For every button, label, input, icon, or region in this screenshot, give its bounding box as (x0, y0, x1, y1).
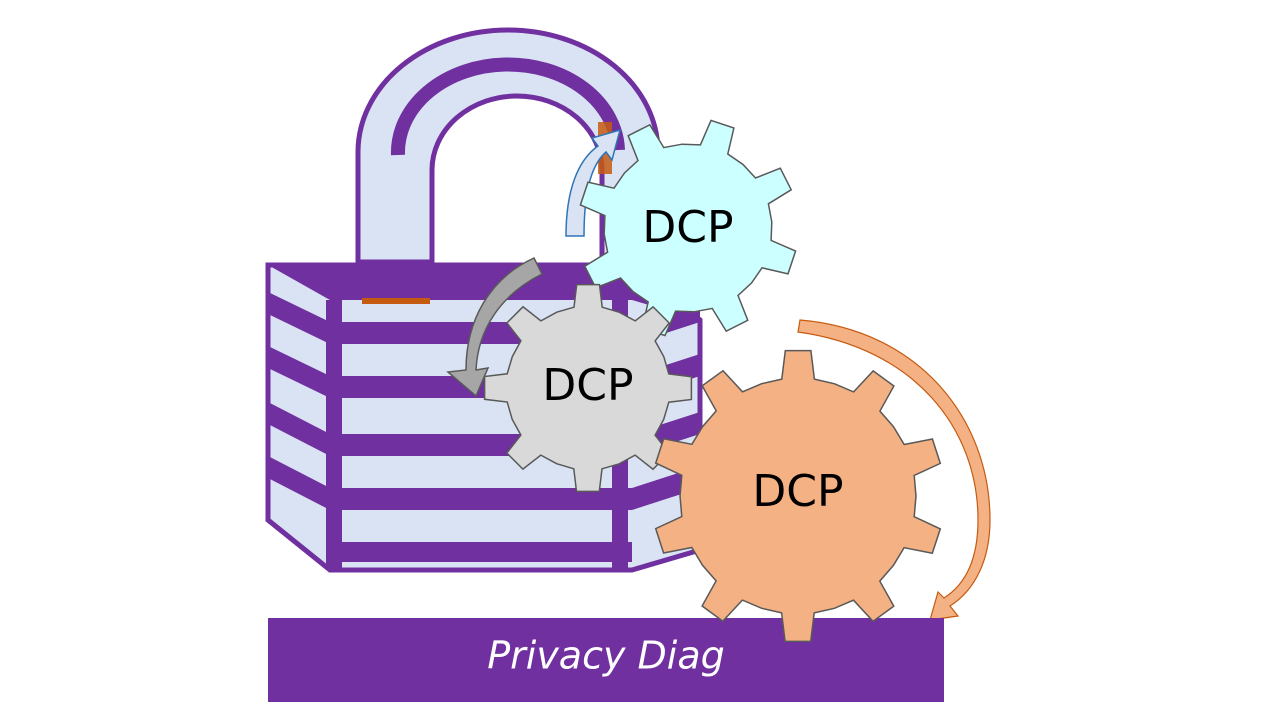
banner-background (268, 618, 944, 702)
padlock-icon (265, 27, 703, 573)
gray-curved-arrow (446, 257, 544, 398)
padlock-keyhole-notch (362, 298, 430, 304)
bottom-gear: DCP (654, 349, 942, 643)
bottom-gear-label: DCP (752, 466, 843, 517)
gear-icon (483, 283, 693, 493)
privacy-diag-banner: Privacy Diag (268, 618, 944, 702)
padlock-shackle-highlight (390, 57, 625, 156)
gear-icon (579, 119, 797, 337)
top-gear: DCP (579, 119, 797, 337)
middle-gear: DCP (483, 283, 693, 493)
top-gear-label: DCP (642, 202, 733, 253)
middle-gear-label: DCP (542, 360, 633, 411)
gear-icon (654, 349, 942, 643)
banner-label: Privacy Diag (487, 634, 725, 678)
